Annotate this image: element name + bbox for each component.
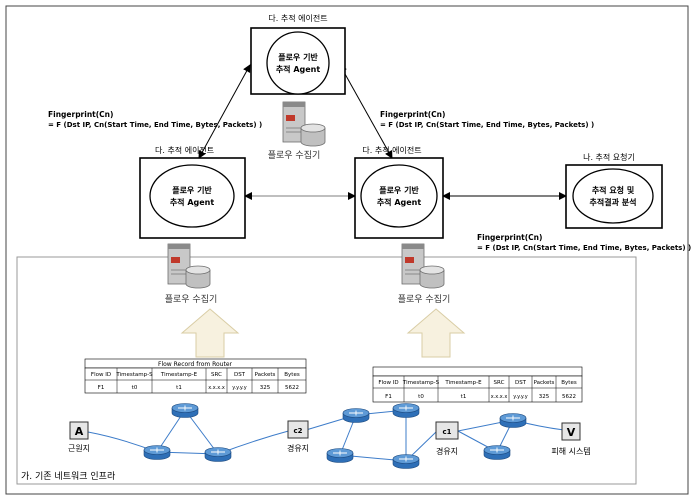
infra-region: [16, 256, 637, 485]
mid-agent-caption: 다. 추적 에이전트: [362, 145, 421, 155]
table-cell: F1: [98, 385, 105, 391]
mid-agent-line1: 플로우 기반: [379, 185, 419, 195]
table-header-cell: Timestamp-S: [402, 380, 440, 386]
fingerprint-left-title: Fingerprint(Cn): [48, 110, 113, 119]
router-icon: [171, 403, 199, 418]
router-icon: [392, 403, 420, 418]
table-header-cell: Timestamp-S: [115, 372, 153, 378]
flow-table-right: Flow ID Timestamp-S Timestamp-E SRC DST …: [372, 366, 583, 403]
top-agent-circle: [266, 31, 330, 95]
fingerprint-mid-title: Fingerprint(Cn): [380, 110, 445, 119]
node-a-box: [69, 421, 89, 440]
table-cell: y.y.y.y: [232, 385, 247, 391]
left-agent-caption: 다. 추적 에이전트: [155, 145, 214, 155]
node-c1-box: [435, 421, 459, 440]
requester-line2: 추적결과 분석: [590, 197, 637, 207]
table-header-cell: Timestamp-E: [444, 380, 482, 386]
left-agent-line2: 추적 Agent: [170, 197, 215, 207]
server-icon: [167, 243, 211, 289]
mid-agent-circle: [360, 164, 438, 228]
server-icon: [282, 101, 326, 147]
top-agent-line1: 플로우 기반: [278, 52, 318, 62]
link-top-left: [198, 64, 251, 159]
table-header-cell: Packets: [534, 380, 555, 386]
infra-caption: 가. 기존 네트워크 인프라: [21, 471, 116, 482]
table-cell: t0: [418, 394, 424, 400]
link-top-mid: [339, 64, 393, 159]
node-c2-letter: c2: [293, 427, 302, 435]
mid-agent-line2: 추적 Agent: [377, 197, 422, 207]
router-icon: [326, 448, 354, 463]
table-cell: 325: [539, 394, 550, 400]
fingerprint-right-formula: = F (Dst IP, Cn(Start Time, End Time, By…: [477, 244, 691, 252]
upload-arrow-right: [406, 308, 466, 358]
node-c1-label: 경유지: [436, 446, 458, 456]
node-a-label: 근원지: [68, 444, 90, 453]
node-v-label: 피해 시스템: [551, 446, 590, 456]
table-cell: F1: [385, 394, 392, 400]
table-header-cell: DST: [515, 380, 527, 386]
flow-table-left-title: Flow Record from Router: [158, 361, 233, 368]
table-header-cell: SRC: [494, 380, 505, 386]
node-a-letter: A: [75, 425, 84, 438]
left-agent-line1: 플로우 기반: [172, 185, 212, 195]
fingerprint-left-formula: = F (Dst IP, Cn(Start Time, End Time, By…: [48, 121, 262, 129]
left-collector-label: 플로우 수집기: [165, 293, 218, 305]
router-icon: [204, 447, 232, 462]
table-cell: t1: [461, 394, 467, 400]
left-agent-circle: [149, 164, 235, 228]
router-icon: [499, 413, 527, 428]
server-icon: [401, 243, 445, 289]
requester-caption: 나. 추적 요청기: [583, 152, 635, 162]
table-cell: 5622: [562, 394, 576, 400]
upload-arrow-left: [180, 308, 240, 358]
flow-table-left: Flow Record from Router Flow ID Timestam…: [84, 358, 307, 394]
router-icon: [392, 454, 420, 469]
router-icon: [342, 408, 370, 423]
node-v-box: [561, 422, 581, 441]
node-v-letter: V: [567, 426, 576, 439]
table-cell: 325: [260, 385, 271, 391]
table-header-cell: Flow ID: [378, 380, 398, 386]
requester-line1: 추적 요청 및: [592, 185, 634, 195]
table-header-cell: Flow ID: [91, 372, 111, 378]
node-c2-box: [287, 420, 309, 439]
node-c2-label: 경유지: [287, 443, 309, 453]
fingerprint-mid-formula: = F (Dst IP, Cn(Start Time, End Time, By…: [380, 121, 594, 129]
fingerprint-right-title: Fingerprint(Cn): [477, 233, 542, 242]
table-cell: y.y.y.y: [513, 394, 528, 400]
table-header-cell: SRC: [211, 372, 222, 378]
table-header-cell: Bytes: [561, 380, 577, 386]
requester-circle: [572, 168, 654, 224]
table-header-cell: Bytes: [284, 372, 300, 378]
top-agent-caption: 다. 추적 에이전트: [268, 13, 327, 23]
table-header-cell: Packets: [255, 372, 276, 378]
top-agent-line2: 추적 Agent: [276, 64, 321, 74]
table-header-cell: Timestamp-E: [160, 372, 198, 378]
node-c1-letter: c1: [442, 428, 451, 436]
right-collector-label: 플로우 수집기: [398, 293, 451, 305]
router-icon: [483, 445, 511, 460]
table-cell: 5622: [285, 385, 299, 391]
outer-frame: [5, 5, 689, 495]
table-header-cell: DST: [234, 372, 246, 378]
table-cell: x.x.x.x: [208, 385, 225, 391]
table-cell: t0: [132, 385, 138, 391]
router-icon: [143, 445, 171, 460]
table-cell: x.x.x.x: [491, 394, 508, 400]
table-cell: t1: [176, 385, 182, 391]
top-collector-label: 플로우 수집기: [268, 149, 321, 161]
